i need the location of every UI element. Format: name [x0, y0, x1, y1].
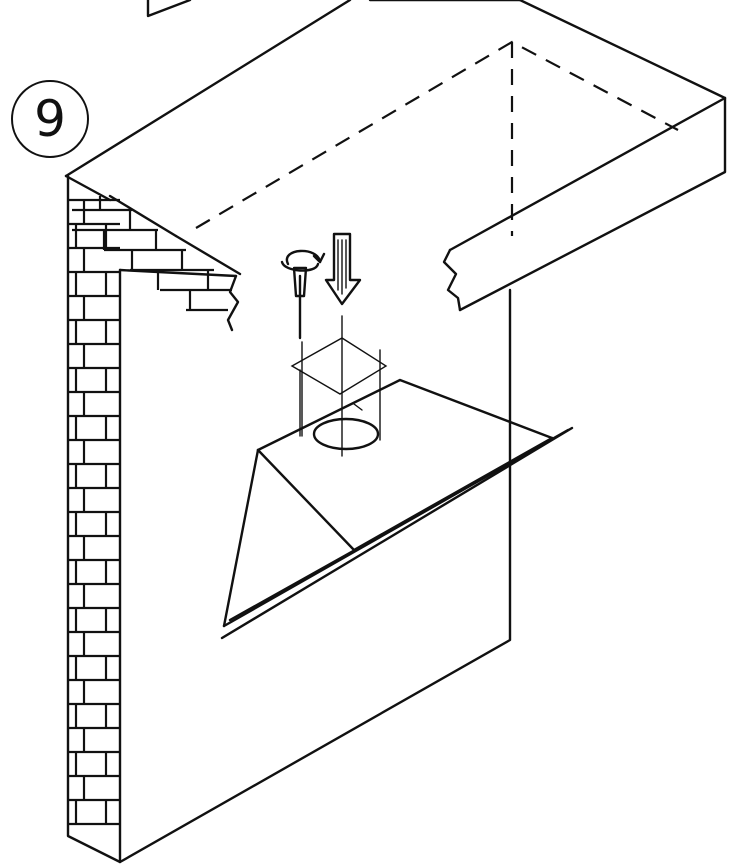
- screwdriver-icon: [280, 249, 326, 340]
- down-arrow-icon: [324, 232, 362, 306]
- hidden-ceiling-lines: [195, 40, 679, 236]
- wall: [66, 174, 512, 864]
- mounting-plate: [290, 315, 388, 457]
- range-hood: [220, 378, 574, 640]
- step-number-badge: 9: [11, 80, 89, 158]
- step-number: 9: [34, 90, 66, 148]
- top-fragment: [146, 0, 192, 18]
- ceiling-brick-pattern: [72, 196, 232, 312]
- brick-pattern: [68, 198, 120, 826]
- ceiling-slab: [64, 0, 727, 312]
